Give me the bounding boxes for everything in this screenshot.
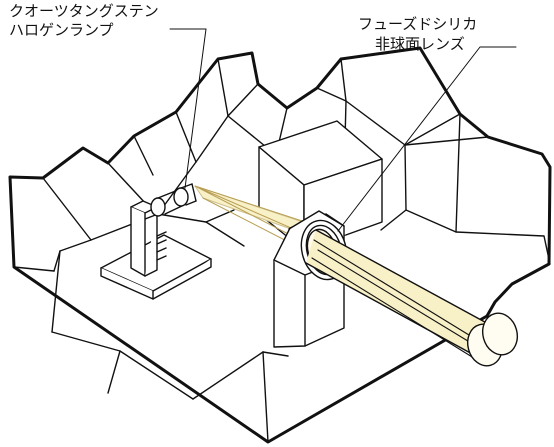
lamp-label-line-2: ハロゲンランプ <box>9 21 114 39</box>
lamp-label-line-1: クオーツタングステン <box>9 2 159 20</box>
halogen-lamp <box>150 183 197 217</box>
lens-label-line-2: 非球面レンズ <box>375 35 465 53</box>
collimated-beam-tube <box>305 229 518 367</box>
inner-panels <box>13 58 551 443</box>
lamp-post <box>130 200 167 277</box>
lens-label-line-1: フューズドシリカ <box>358 15 478 33</box>
housing-outline <box>8 46 552 444</box>
leader-lines <box>169 28 517 232</box>
